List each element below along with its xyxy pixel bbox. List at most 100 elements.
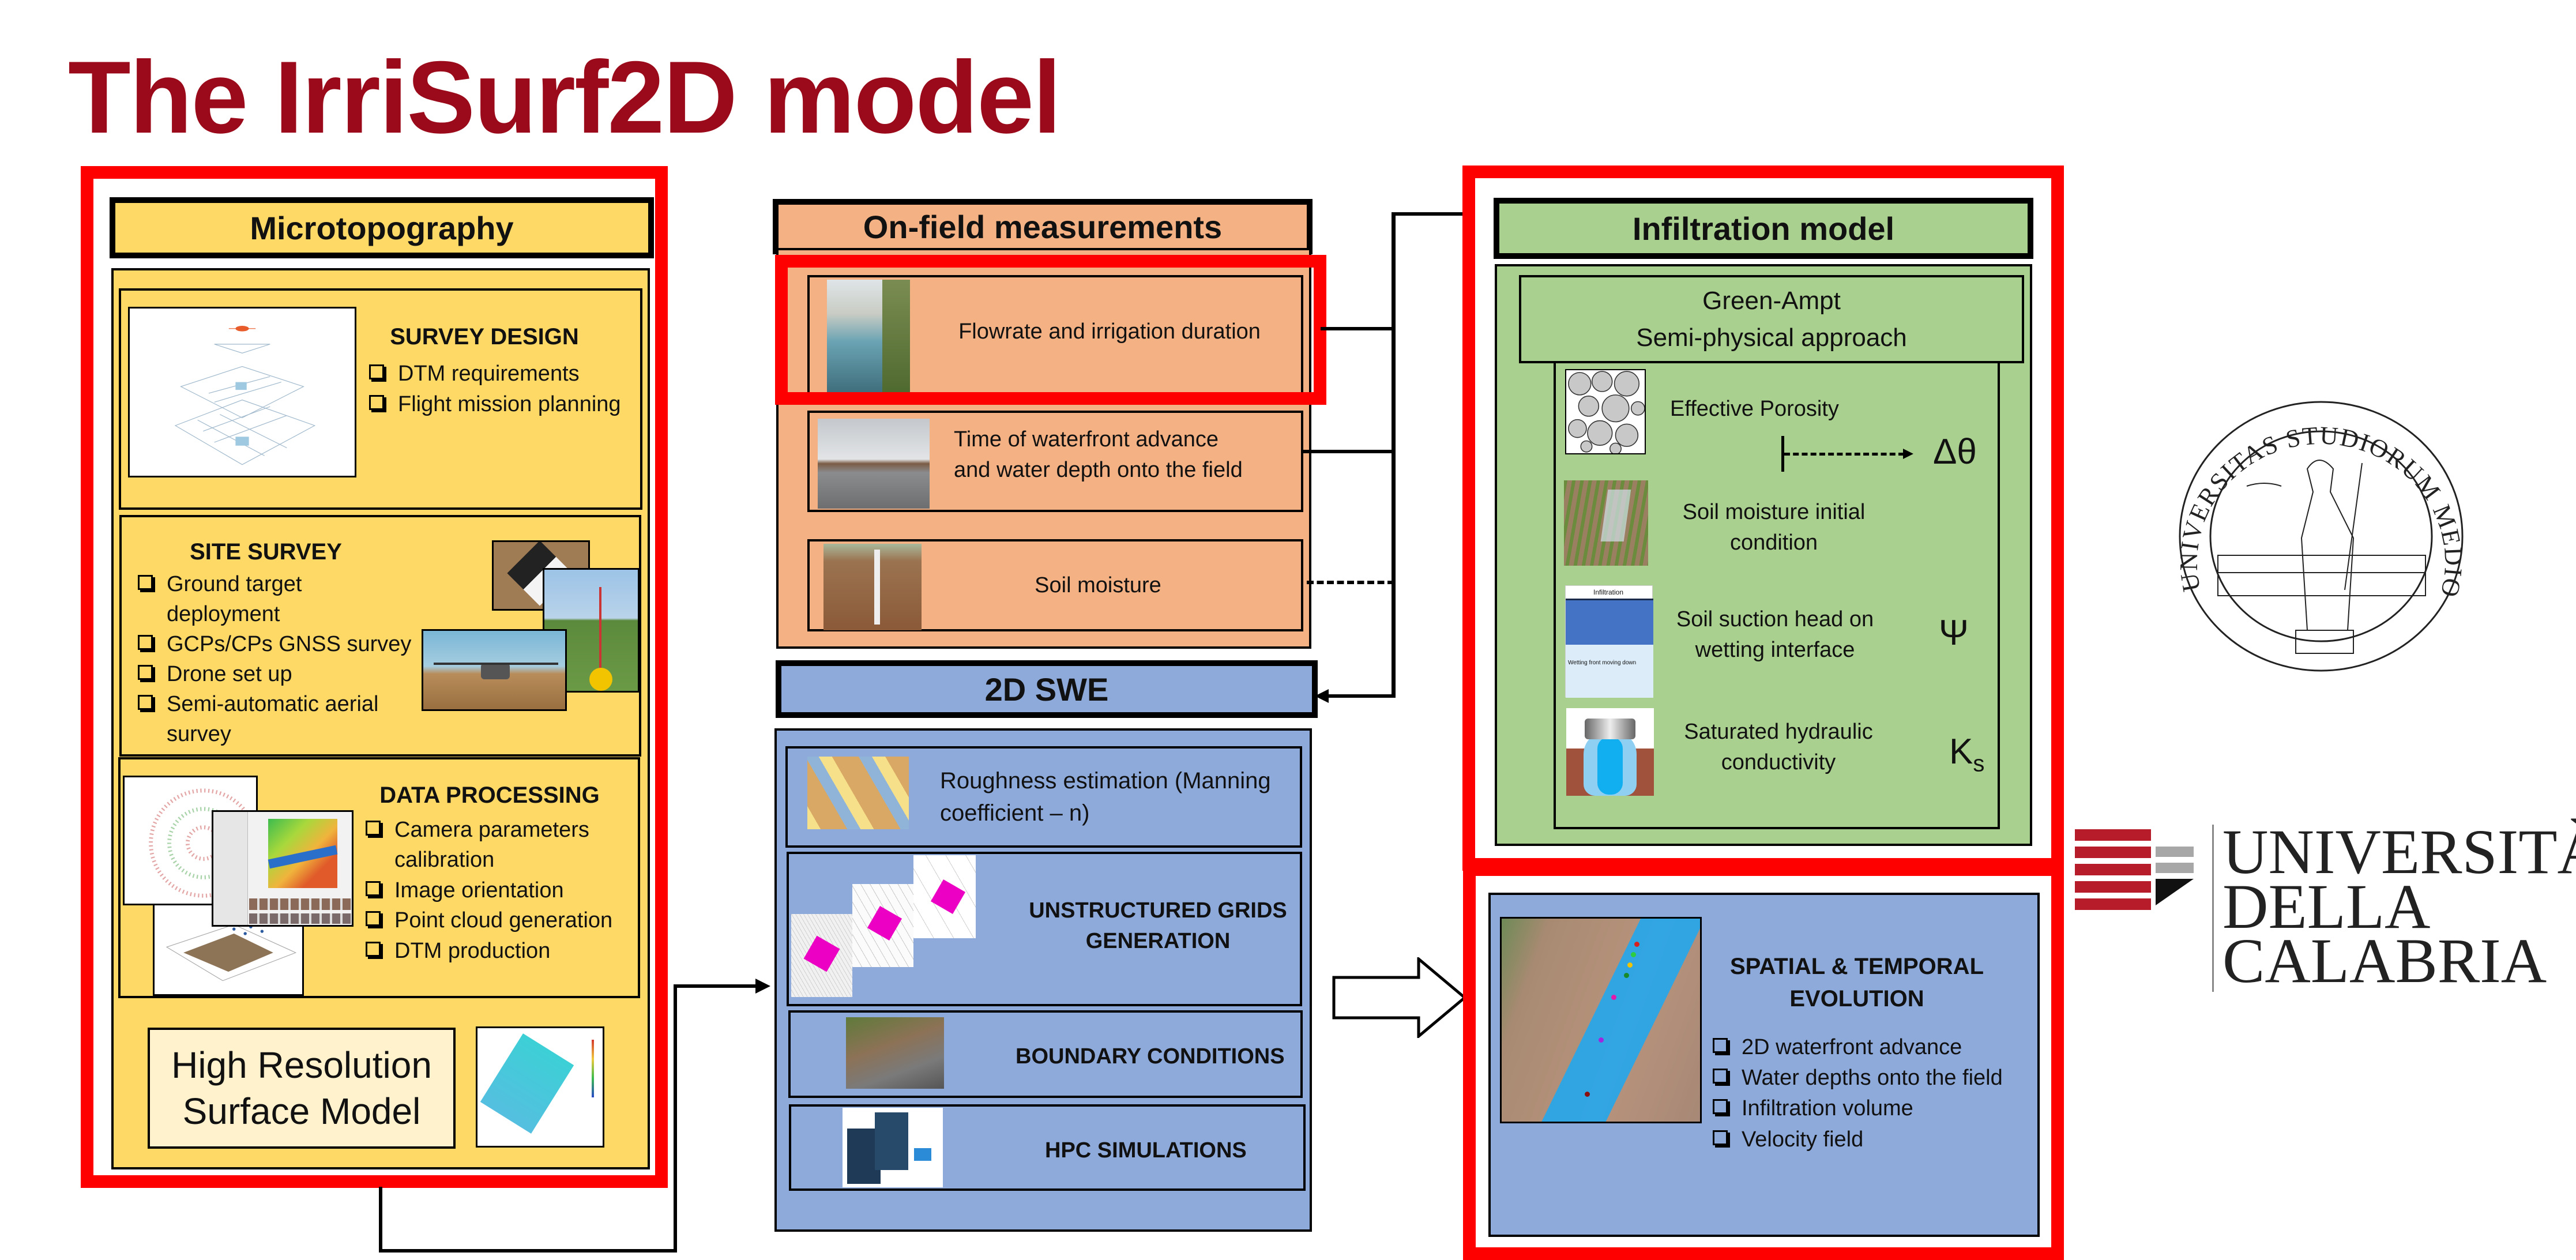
survey-design-card: SURVEY DESIGN DTM requirements Flight mi… [119,288,642,510]
site-survey-item: Semi-automatic aerial survey [138,689,386,749]
svg-text:UNIVERSITAS STUDIORUM MEDIOLAN: UNIVERSITAS STUDIORUM MEDIOLANENSIS [2178,400,2465,600]
data-processing-title: DATA PROCESSING [379,783,600,808]
checkbox-bullet-icon [1713,1099,1728,1115]
connector-line [1303,450,1394,453]
on-field-item-label: Soil moisture [1035,573,1161,597]
parameters-box [1554,363,2000,829]
arrow-head-icon [1903,449,1913,459]
results-item: Infiltration volume [1713,1093,2036,1124]
param-effective-porosity-label: Effective Porosity [1670,397,1839,421]
results-item: 2D waterfront advance [1713,1032,2036,1063]
hpc-servers-illustration [843,1108,943,1187]
data-processing-item: DTM production [366,936,642,966]
unical-divider [2212,825,2214,992]
bracket-line [1781,436,1784,472]
observation-point [1611,995,1616,1000]
coarse-mesh-tile [913,855,976,938]
on-field-item-soil-moisture: Soil moisture [807,539,1303,631]
fine-mesh-tile [791,914,852,997]
flowrate-photo [827,280,910,393]
infiltration-caption: Infiltration [1593,588,1624,596]
green-ampt-box: Green-Ampt Semi-physical approach [1519,275,2024,363]
semi-physical-label: Semi-physical approach [1636,323,1907,352]
swe-item-label: Roughness estimation (Manning coefficien… [940,768,1271,826]
on-field-item-label: Time of waterfront advance and water dep… [954,427,1243,483]
drone-photo [422,629,567,711]
survey-design-list: DTM requirements Flight mission planning [369,359,621,420]
site-survey-item: Ground target deployment [138,569,415,629]
site-survey-item: Drone set up [138,659,415,689]
checkbox-bullet-icon [1713,1130,1728,1145]
checkbox-bullet-icon [138,695,153,710]
survey-design-item: Flight mission planning [369,389,621,420]
connector-line [674,984,677,1253]
site-survey-list: Ground target deployment GCPs/CPs GNSS s… [138,569,415,749]
surface-model-image [476,1026,604,1148]
porosity-icon [1565,369,1646,454]
connector-line [1326,694,1396,698]
unical-mark-icon [2075,829,2196,916]
swe-item-roughness: Roughness estimation (Manning coefficien… [785,746,1302,848]
surface-model-label-line2: Surface Model [182,1090,421,1132]
connector-line [379,1187,382,1253]
soil-grains-icon [1568,371,1645,453]
checkbox-bullet-icon [369,364,384,379]
data-processing-item: Camera parameters calibration [366,815,642,875]
connector-line [1392,212,1464,216]
medium-mesh-tile [852,884,913,967]
on-field-item-flowrate: Flowrate and irrigation duration [807,275,1303,396]
swe-header-label: 2D SWE [984,671,1109,708]
data-processing-list: Camera parameters calibration Image orie… [366,815,642,966]
connector-line [674,984,760,988]
survey-layers-image [128,307,356,477]
param-conductivity-label: Saturated hydraulic conductivity [1684,720,1873,775]
soil-moisture-field-photo [1564,480,1648,566]
colorbar [592,1040,594,1097]
connector-line [1321,327,1394,330]
checkbox-bullet-icon [369,395,384,411]
water-extent [1532,919,1700,1122]
unical-wordmark: UNIVERSITÀ DELLA CALABRIA [2222,817,2576,996]
observation-point [1585,1092,1590,1097]
results-list: 2D waterfront advance Water depths onto … [1713,1032,2036,1155]
irrigation-simulation-map [1500,917,1702,1123]
psi-symbol: Ψ [1939,613,1969,653]
checkbox-bullet-icon [138,575,153,590]
dtm-raster [480,1033,574,1134]
param-soil-moisture-label: Soil moisture initial condition [1682,500,1866,555]
green-ampt-label: Green-Ampt [1702,286,1841,315]
unical-logo: UNIVERSITÀ DELLA CALABRIA [2075,820,2576,992]
boundary-photo [846,1017,944,1089]
selection-highlight-frame [775,255,1326,405]
surface-model-label-line1: High Resolution [171,1044,432,1086]
on-field-item-waterfront: Time of waterfront advance and water dep… [807,411,1303,512]
checkbox-bullet-icon [366,881,381,896]
arrow-head-icon [755,979,770,994]
checkbox-bullet-icon [366,911,381,927]
delta-theta-symbol: Δθ [1933,432,1977,472]
swe-item-grids: UNSTRUCTURED GRIDS GENERATION [787,852,1302,1006]
photogrammetry-software-screenshot [212,810,354,927]
observation-point [1627,962,1633,968]
on-field-header: On-field measurements [773,199,1313,254]
checkbox-bullet-icon [366,941,381,957]
surface-model-label-box: High Resolution Surface Model [148,1028,456,1149]
waterfront-photo [818,419,930,509]
results-item: Velocity field [1713,1124,2036,1155]
ks-symbol: Ks [1949,732,1985,777]
observation-point [1634,942,1639,947]
swe-item-label: BOUNDARY CONDITIONS [1016,1044,1285,1069]
results-title: SPATIAL & TEMPORAL EVOLUTION [1730,954,1984,1011]
swe-item-label: UNSTRUCTURED GRIDS GENERATION [1029,898,1287,954]
swe-item-boundary: BOUNDARY CONDITIONS [788,1010,1303,1098]
infiltrometer-diagram [1566,708,1654,796]
dashed-arrow-line [1784,453,1904,456]
checkbox-bullet-icon [138,665,153,680]
checkbox-bullet-icon [138,635,153,650]
observation-point [1631,952,1636,957]
swe-item-label: HPC SIMULATIONS [1045,1138,1247,1163]
infiltration-header: Infiltration model [1494,198,2033,259]
microtopography-header: Microtopography [110,197,654,258]
infiltration-header-label: Infiltration model [1632,210,1895,247]
connector-line [379,1249,675,1253]
